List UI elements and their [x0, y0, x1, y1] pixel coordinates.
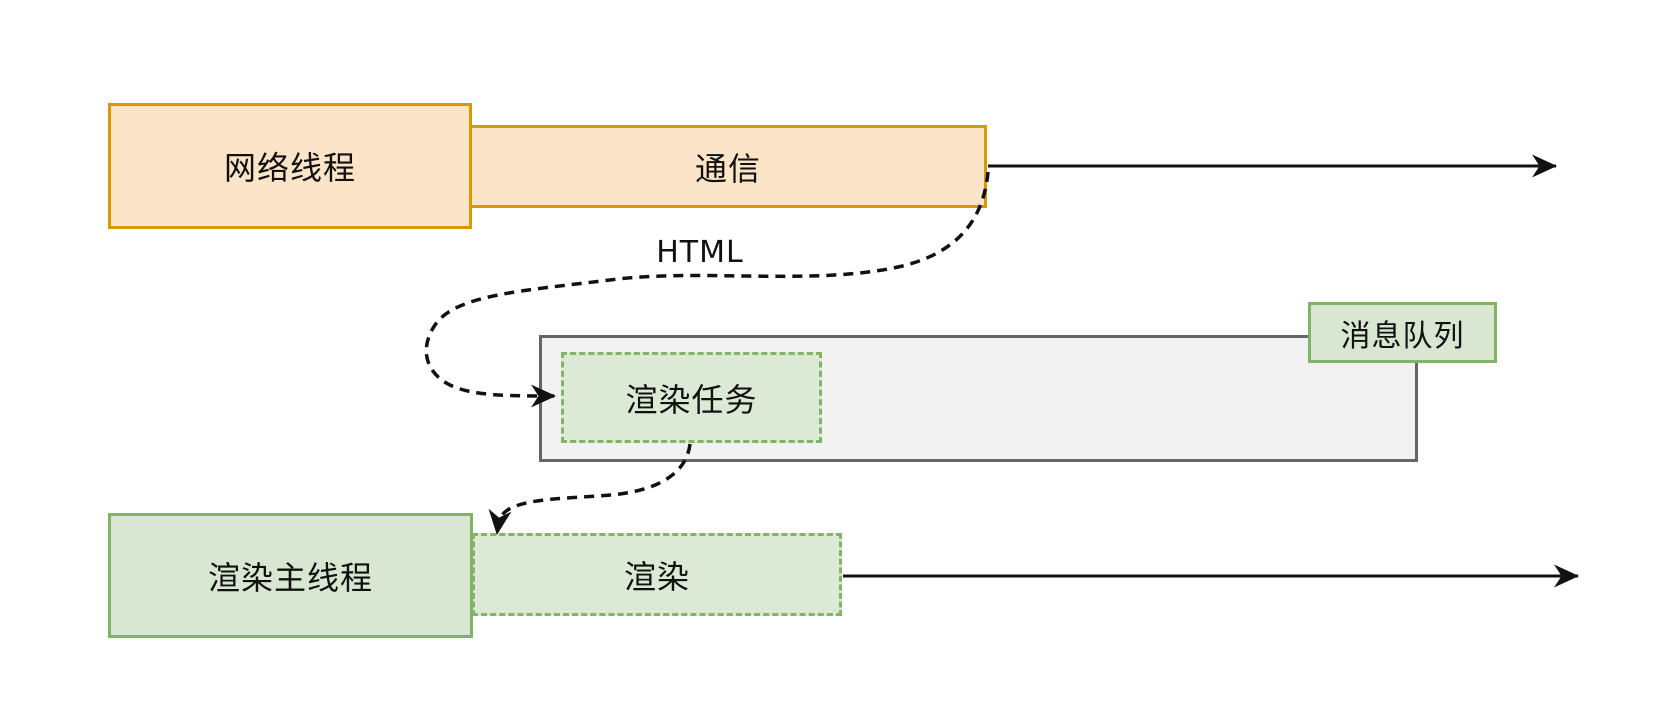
render-task-label: 渲染任务 — [625, 380, 758, 419]
render-main-thread-box: 渲染主线程 — [108, 513, 473, 638]
communication-box: 通信 — [469, 125, 987, 208]
network-thread-box: 网络线程 — [108, 103, 472, 229]
render-main-thread-label: 渲染主线程 — [207, 558, 373, 597]
message-queue-label-box: 消息队列 — [1308, 302, 1497, 363]
network-thread-label: 网络线程 — [223, 149, 356, 187]
message-queue-label: 消息队列 — [1340, 318, 1465, 354]
render-task-box: 渲染任务 — [561, 352, 822, 443]
html-edge-label: HTML — [656, 234, 744, 270]
communication-label: 通信 — [694, 149, 761, 188]
render-label: 渲染 — [623, 557, 690, 596]
render-box: 渲染 — [472, 533, 842, 616]
